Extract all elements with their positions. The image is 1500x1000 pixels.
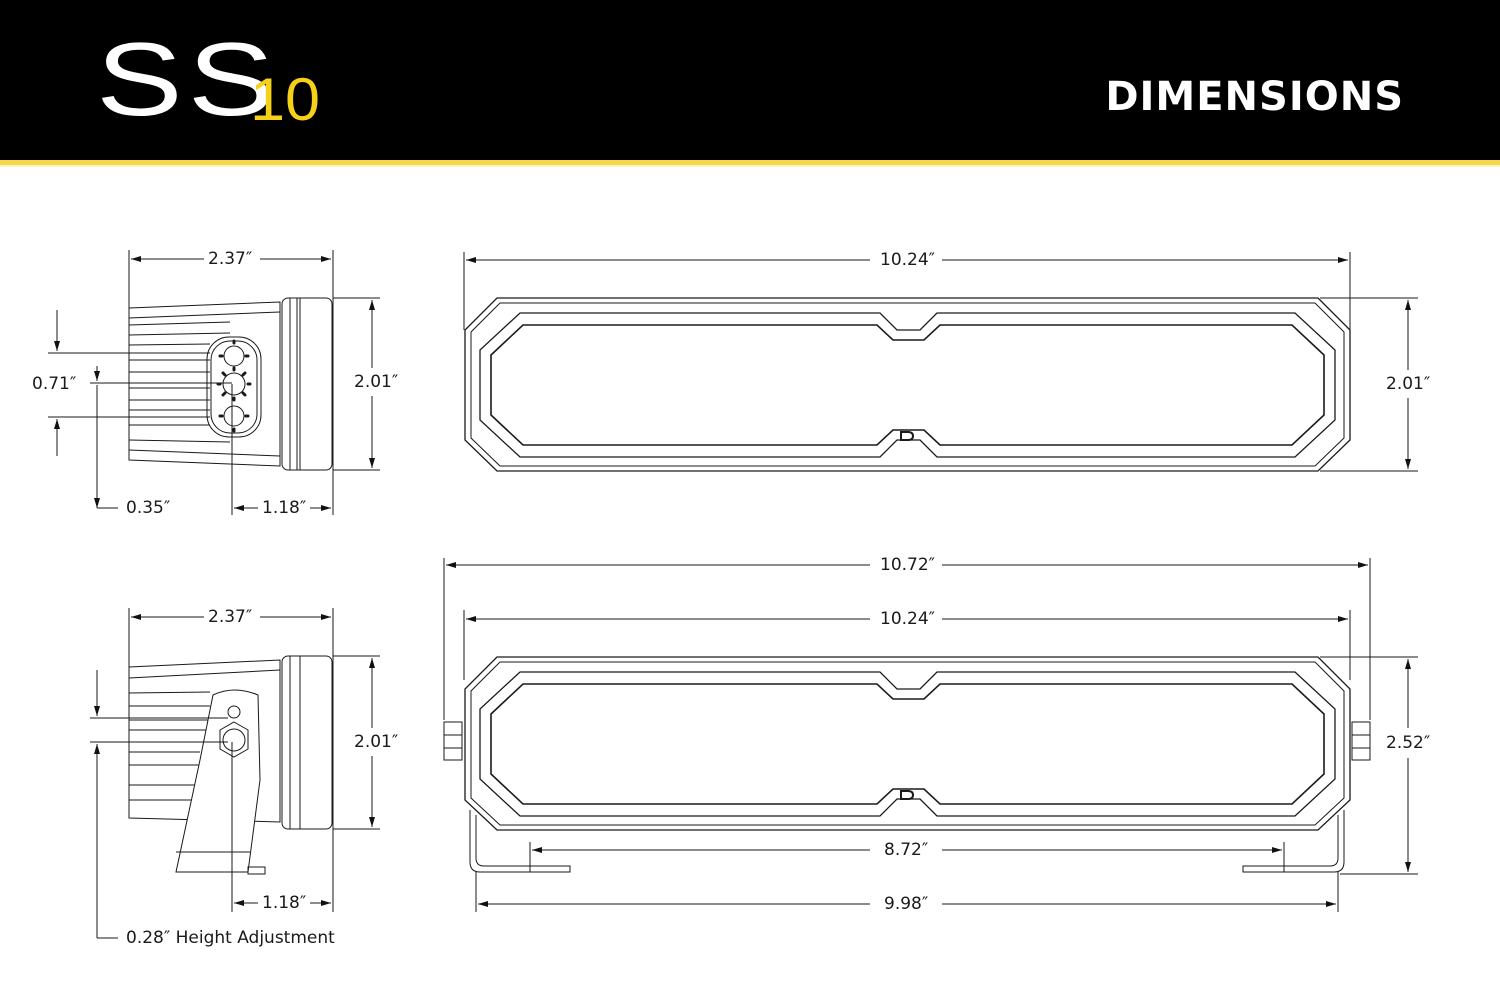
logo-prefix: SS <box>96 22 280 138</box>
dim-bracket-hole-spacing: 8.72″ <box>880 840 933 860</box>
front-view-top <box>463 252 1418 472</box>
dim-height-adjustment: 0.28″ Height Adjustment <box>122 928 339 948</box>
dim-front-top-height: 2.01″ <box>1382 374 1435 394</box>
dim-side-top-connector-offset: 0.35″ <box>122 498 175 518</box>
dim-side-bottom-lens-depth: 1.18″ <box>258 893 311 913</box>
dim-side-bottom-height: 2.01″ <box>350 732 403 752</box>
dim-bracket-width: 9.98″ <box>880 894 933 914</box>
dim-side-top-connector-spacing: 0.71″ <box>28 374 81 394</box>
dim-side-top-lens-depth: 1.18″ <box>258 498 311 518</box>
dim-side-top-height: 2.01″ <box>350 372 403 392</box>
header-bar <box>0 0 1500 160</box>
dim-front-bottom-height: 2.52″ <box>1382 733 1435 753</box>
dim-front-bottom-overall-width: 10.72″ <box>876 555 940 575</box>
side-view-bottom <box>90 608 380 939</box>
dim-side-bottom-depth: 2.37″ <box>204 607 257 627</box>
header-accent-rule-shadow <box>0 165 1500 167</box>
side-view-top <box>48 250 380 515</box>
logo-suffix: 10 <box>250 66 321 133</box>
page-title: DIMENSIONS <box>1105 74 1404 120</box>
dim-side-top-depth: 2.37″ <box>204 249 257 269</box>
dim-front-bottom-width: 10.24″ <box>876 609 940 629</box>
header-accent-rule <box>0 160 1500 165</box>
dim-front-top-width: 10.24″ <box>876 250 940 270</box>
front-view-bottom <box>443 558 1418 912</box>
